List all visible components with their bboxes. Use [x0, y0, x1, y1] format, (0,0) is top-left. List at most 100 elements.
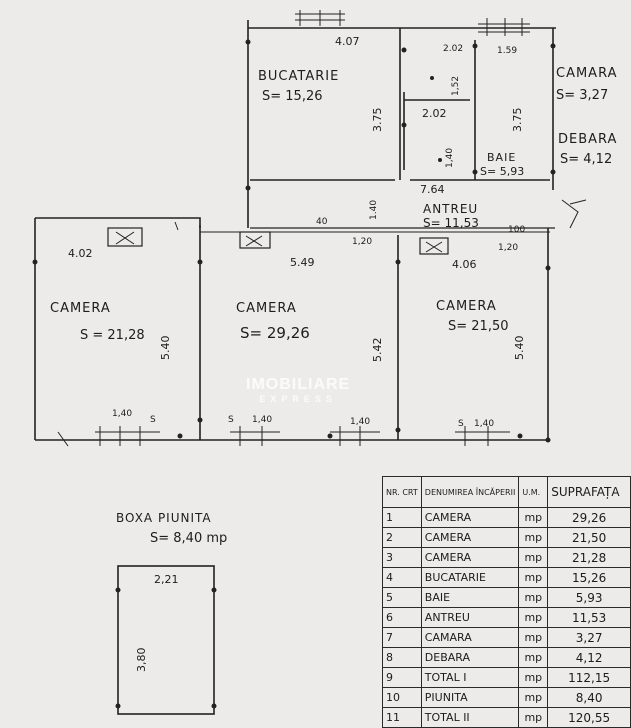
boxa-height: 3,80	[135, 647, 148, 673]
watermark: IMOBILIARE EXPRESS	[246, 376, 350, 404]
legend-cell-area: 4,12	[547, 647, 631, 668]
room-area-antreu: S= 11,53	[423, 216, 479, 230]
legend-cell-name: ANTREU	[420, 607, 520, 628]
room-label-camera-2: CAMERA	[236, 301, 297, 316]
dim-baie-375: 3.75	[511, 107, 524, 133]
dim-top-159: 1.59	[497, 46, 518, 56]
legend-cell-um: mp	[518, 627, 549, 648]
room-area-camera-2: S= 29,26	[240, 324, 310, 342]
room-label-debara: DEBARA	[558, 132, 618, 147]
legend-cell-area: 8,40	[547, 687, 631, 708]
legend-cell-um: mp	[518, 527, 549, 548]
dim-baie-b1: 1,40	[445, 147, 455, 168]
watermark-line-2: EXPRESS	[259, 394, 337, 404]
dim-window-s3: S	[458, 419, 464, 429]
room-label-camara: CAMARA	[556, 66, 618, 81]
dim-camera3-540: 5.40	[513, 335, 526, 361]
legend-cell-um: mp	[518, 647, 549, 668]
room-label-baie: BAIE	[487, 151, 517, 164]
room-label-bucatarie: BUCATARIE	[258, 69, 340, 84]
legend-cell-name: PIUNITA	[420, 687, 520, 708]
dim-kitchen-375: 3.75	[371, 107, 384, 133]
legend-cell-name: CAMERA	[420, 547, 520, 568]
legend-header-row: NR. CRT DENUMIREA ÎNCĂPERII U.M. SUPRAFA…	[382, 476, 631, 508]
dim-antreu-100: 100	[508, 225, 526, 235]
dim-antreu-120a: 1,20	[352, 237, 373, 247]
room-label-antreu: ANTREU	[423, 202, 479, 216]
legend-cell-name: CAMERA	[420, 507, 520, 528]
legend-cell-um: mp	[518, 687, 549, 708]
legend-cell-name: TOTAL II	[420, 707, 520, 728]
dim-antreu-140: 1.40	[369, 199, 379, 220]
legend-cell-nr: 9	[382, 667, 422, 688]
legend-cell-um: mp	[518, 707, 549, 728]
legend-header-um: U.M.	[518, 476, 549, 508]
room-area-debara: S= 4,12	[560, 152, 613, 167]
room-label-camera-1: CAMERA	[50, 301, 111, 316]
boxa-title: BOXA PIUNITA	[116, 511, 212, 525]
legend-cell-area: 112,15	[547, 667, 631, 688]
legend-header-nr: NR. CRT	[382, 476, 422, 508]
legend-header-area: SUPRAFAȚA	[547, 476, 631, 508]
legend-cell-area: 5,93	[547, 587, 631, 608]
dim-window-140c: 1,40	[350, 417, 371, 427]
dim-window-140d: 1,40	[474, 419, 495, 429]
dim-window-s1: S	[150, 415, 156, 425]
legend-cell-nr: 11	[382, 707, 422, 728]
dim-top-202: 2.02	[443, 44, 464, 54]
legend-cell-name: CAMERA	[420, 527, 520, 548]
legend-cell-nr: 10	[382, 687, 422, 708]
legend-cell-um: mp	[518, 587, 549, 608]
dim-antreu-764: 7.64	[420, 183, 445, 196]
legend-cell-nr: 4	[382, 567, 422, 588]
boxa-width: 2,21	[154, 573, 179, 586]
room-label-camera-3: CAMERA	[436, 299, 497, 314]
dim-camera2-549: 5.49	[290, 256, 315, 269]
dim-baie-b2: 1,52	[451, 75, 461, 96]
legend-cell-area: 3,27	[547, 627, 631, 648]
legend-cell-area: 15,26	[547, 567, 631, 588]
legend-cell-nr: 5	[382, 587, 422, 608]
legend-cell-name: TOTAL I	[420, 667, 520, 688]
dim-window-140a: 1,40	[112, 409, 133, 419]
dim-window-s2: S	[228, 415, 234, 425]
dim-camera3-406: 4.06	[452, 258, 477, 271]
room-area-bucatarie: S= 15,26	[262, 89, 323, 104]
dim-antreu-120b: 1,20	[498, 243, 519, 253]
legend-cell-um: mp	[518, 667, 549, 688]
legend-cell-area: 21,50	[547, 527, 631, 548]
dim-window-140b: 1,40	[252, 415, 273, 425]
legend-header-name: DENUMIREA ÎNCĂPERII	[420, 476, 520, 508]
legend-cell-nr: 6	[382, 607, 422, 628]
dim-camera1-540: 5.40	[159, 335, 172, 361]
legend-cell-nr: 8	[382, 647, 422, 668]
legend-cell-um: mp	[518, 547, 549, 568]
area-legend-table: NR. CRT DENUMIREA ÎNCĂPERII U.M. SUPRAFA…	[382, 476, 631, 728]
legend-cell-area: 120,55	[547, 707, 631, 728]
legend-cell-nr: 2	[382, 527, 422, 548]
legend-cell-um: mp	[518, 607, 549, 628]
legend-cell-name: BUCATARIE	[420, 567, 520, 588]
boxa-area: S= 8,40 mp	[150, 531, 228, 546]
legend-cell-area: 11,53	[547, 607, 631, 628]
legend-cell-nr: 1	[382, 507, 422, 528]
room-area-camara: S= 3,27	[556, 88, 609, 103]
room-area-camera-3: S= 21,50	[448, 319, 509, 334]
dim-antreu-40: 40	[316, 217, 328, 227]
dim-camera1-402: 4.02	[68, 247, 93, 260]
legend-cell-um: mp	[518, 507, 549, 528]
room-area-camera-1: S = 21,28	[80, 328, 145, 343]
legend-cell-um: mp	[518, 567, 549, 588]
legend-cell-nr: 7	[382, 627, 422, 648]
dim-baie-202: 2.02	[422, 107, 447, 120]
